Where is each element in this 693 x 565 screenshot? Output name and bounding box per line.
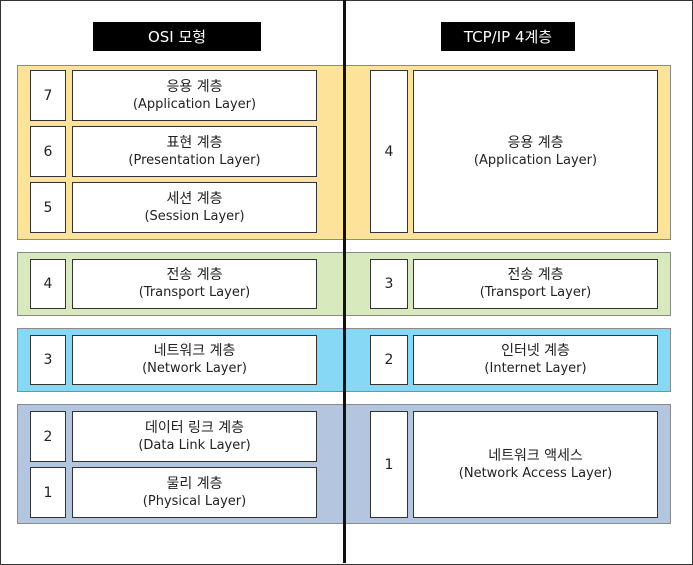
osi-layer-transport: 전송 계층 (Transport Layer)	[72, 259, 317, 309]
tcpip-layer-network-access: 네트워크 액세스 (Network Access Layer)	[413, 411, 658, 518]
layer-name-en: (Application Layer)	[473, 152, 598, 168]
layer-name-ko: 전송 계층	[166, 267, 223, 283]
osi-layer-number: 4	[30, 259, 66, 309]
osi-layer-number: 3	[30, 335, 66, 385]
layer-name-ko: 세션 계층	[166, 190, 223, 207]
osi-layer-number: 7	[30, 70, 66, 121]
layer-name-en: (Internet Layer)	[484, 361, 587, 376]
layer-name-ko: 네트워크 계층	[153, 343, 236, 359]
tcpip-layer-transport: 전송 계층 (Transport Layer)	[413, 259, 658, 309]
layer-name-ko: 표현 계층	[166, 134, 223, 151]
tcpip-layer-number: 3	[370, 259, 408, 309]
layer-name-en: (Transport Layer)	[479, 285, 592, 300]
osi-layer-number: 2	[30, 411, 66, 462]
osi-layer-physical: 물리 계층 (Physical Layer)	[72, 467, 317, 518]
layer-name-ko: 네트워크 액세스	[488, 447, 583, 464]
tcpip-layer-number: 4	[370, 70, 408, 233]
osi-layer-data-link: 데이터 링크 계층 (Data Link Layer)	[72, 411, 317, 462]
osi-layer-session: 세션 계층 (Session Layer)	[72, 182, 317, 233]
layer-name-en: (Session Layer)	[144, 208, 245, 224]
osi-layer-number: 5	[30, 182, 66, 233]
layer-name-en: (Data Link Layer)	[138, 437, 251, 453]
layer-name-en: (Physical Layer)	[142, 493, 247, 509]
column-divider	[343, 0, 346, 563]
layer-name-en: (Application Layer)	[132, 96, 257, 112]
layer-name-ko: 응용 계층	[166, 78, 223, 95]
osi-header: OSI 모형	[93, 22, 261, 51]
tcpip-layer-application: 응용 계층 (Application Layer)	[413, 70, 658, 233]
layer-name-ko: 물리 계층	[166, 475, 223, 492]
tcpip-header: TCP/IP 4계층	[441, 22, 575, 51]
layer-name-ko: 전송 계층	[507, 267, 564, 283]
layer-name-ko: 응용 계층	[507, 134, 564, 151]
osi-layer-application: 응용 계층 (Application Layer)	[72, 70, 317, 121]
osi-layer-number: 1	[30, 467, 66, 518]
layer-name-ko: 데이터 링크 계층	[144, 419, 245, 436]
tcpip-layer-number: 2	[370, 335, 408, 385]
osi-layer-presentation: 표현 계층 (Presentation Layer)	[72, 126, 317, 177]
osi-layer-number: 6	[30, 126, 66, 177]
layer-name-en: (Presentation Layer)	[128, 152, 261, 168]
tcpip-layer-internet: 인터넷 계층 (Internet Layer)	[413, 335, 658, 385]
layer-name-en: (Network Access Layer)	[458, 465, 613, 481]
layer-name-ko: 인터넷 계층	[501, 343, 570, 359]
layer-name-en: (Network Layer)	[142, 361, 247, 376]
osi-layer-network: 네트워크 계층 (Network Layer)	[72, 335, 317, 385]
tcpip-layer-number: 1	[370, 411, 408, 518]
layer-name-en: (Transport Layer)	[138, 285, 251, 300]
